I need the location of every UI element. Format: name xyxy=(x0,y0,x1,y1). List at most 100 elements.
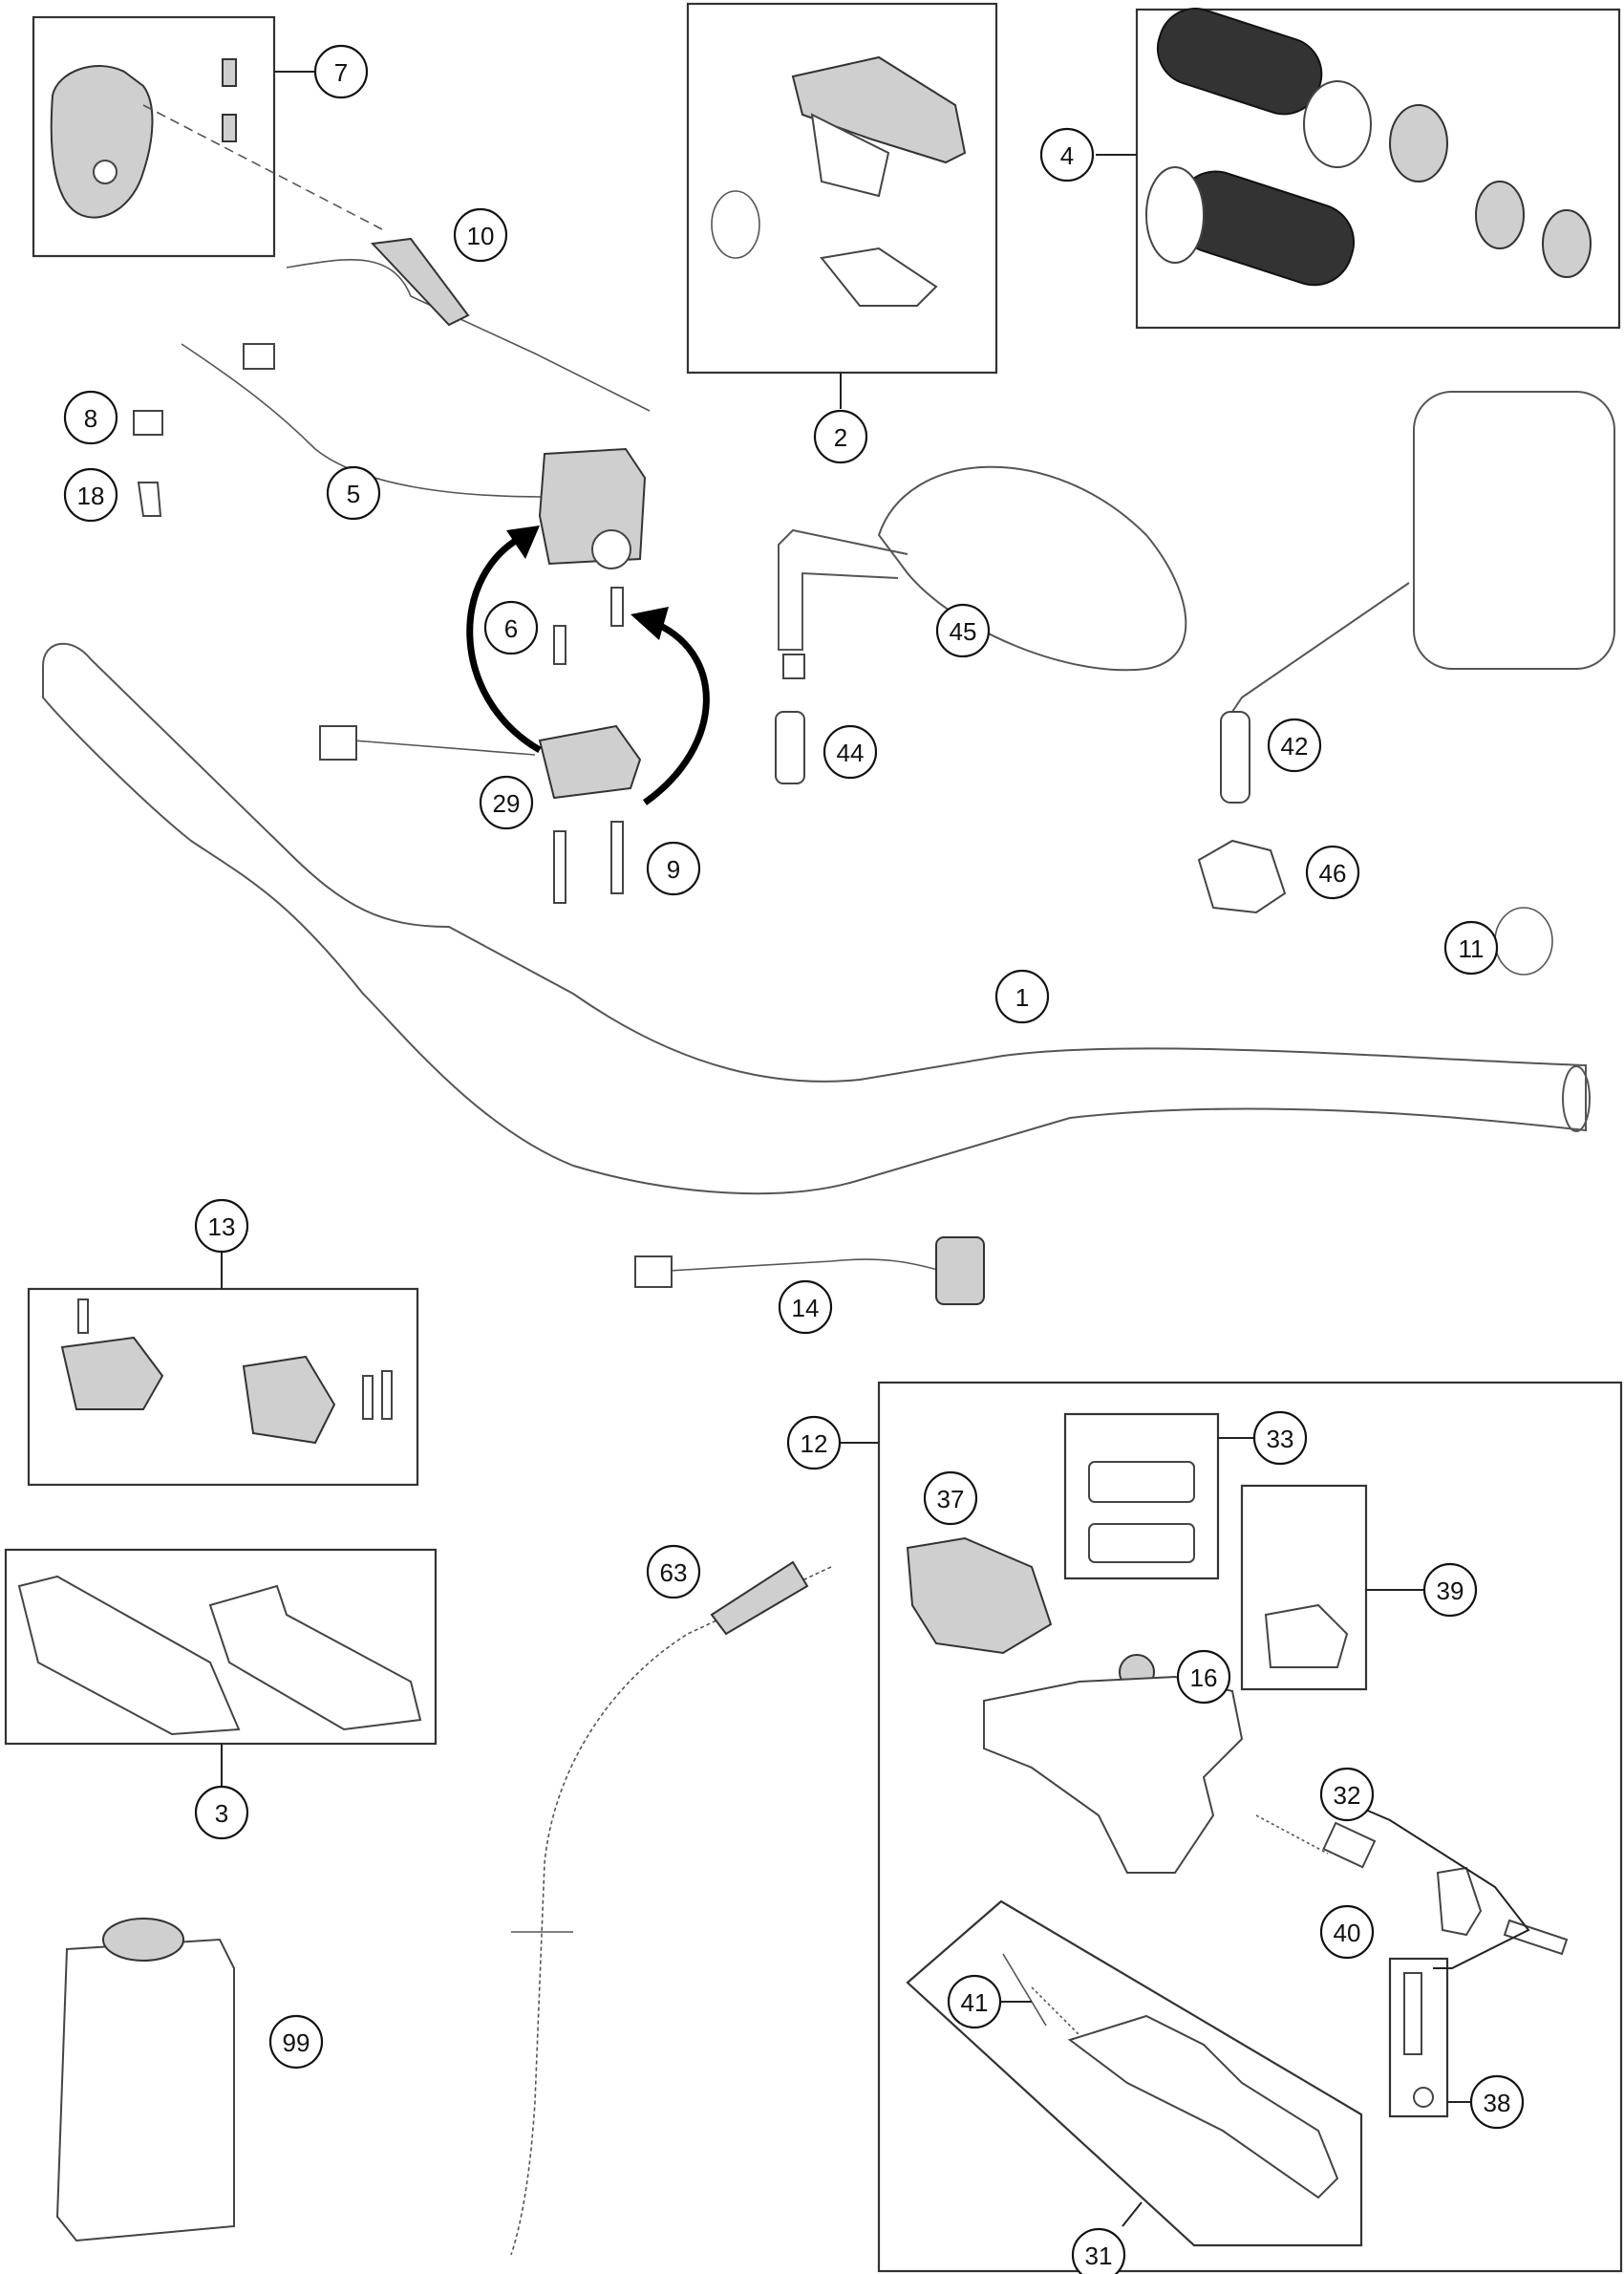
callout-45: 45 xyxy=(935,603,991,658)
callout-label-14: 14 xyxy=(792,1294,820,1322)
mirror-right-stem xyxy=(1231,582,1410,713)
callout-label-41: 41 xyxy=(961,1988,989,2017)
grip-ring-3 xyxy=(1542,209,1592,278)
callout-label-46: 46 xyxy=(1319,859,1347,888)
callout-29: 29 xyxy=(479,775,534,830)
callout-1: 1 xyxy=(994,969,1050,1024)
callout-label-29: 29 xyxy=(493,789,521,818)
callout-13: 13 xyxy=(194,1198,249,1254)
screw-9a xyxy=(553,830,566,904)
mirror-left xyxy=(877,465,1187,672)
handlebar xyxy=(42,642,1587,1195)
grip-ring-1 xyxy=(1389,104,1448,182)
oil-can xyxy=(55,1938,235,2242)
callout-layer: 1234567891011121314161829313233373839404… xyxy=(63,44,1525,2274)
callout-10: 10 xyxy=(453,207,508,263)
callout-42: 42 xyxy=(1267,718,1322,773)
callout-circle-3 xyxy=(194,1785,249,1840)
callout-circle-8 xyxy=(63,390,118,445)
callout-label-31: 31 xyxy=(1085,2242,1113,2270)
callout-label-3: 3 xyxy=(215,1799,228,1828)
callout-63: 63 xyxy=(646,1544,701,1599)
callout-circle-29 xyxy=(479,775,534,830)
callout-label-6: 6 xyxy=(504,614,518,643)
assembly-arrow-right-head xyxy=(630,607,669,640)
cable-tie-2 xyxy=(711,190,760,259)
callout-circle-40 xyxy=(1319,1904,1375,1960)
callout-99: 99 xyxy=(268,2014,324,2070)
wiring-harness-5 xyxy=(181,343,545,498)
callout-label-40: 40 xyxy=(1334,1919,1361,1947)
callout-label-7: 7 xyxy=(334,58,348,87)
callout-circle-9 xyxy=(646,841,701,896)
callout-circle-14 xyxy=(778,1279,833,1335)
spring-41 xyxy=(1031,1986,1080,2036)
box-lever-31 xyxy=(906,1899,1363,2247)
clamp-46 xyxy=(1197,839,1287,914)
bolt-13c xyxy=(381,1370,393,1420)
callout-label-18: 18 xyxy=(77,482,105,510)
callout-circle-5 xyxy=(326,465,381,521)
callout-33: 33 xyxy=(1252,1410,1308,1466)
boot-40 xyxy=(1436,1866,1483,1937)
screw-7a xyxy=(222,58,237,87)
callout-4: 4 xyxy=(1039,127,1095,182)
callout-circle-42 xyxy=(1267,718,1322,773)
bolt-41 xyxy=(1002,1953,1047,2027)
callout-label-42: 42 xyxy=(1281,732,1309,761)
callout-label-45: 45 xyxy=(950,617,977,646)
oil-can-cap xyxy=(102,1918,184,1962)
callout-circle-2 xyxy=(813,409,868,464)
handlebar-end xyxy=(1562,1065,1591,1132)
callout-circle-41 xyxy=(947,1974,1002,2029)
callout-label-11: 11 xyxy=(1459,934,1485,963)
callout-circle-13 xyxy=(194,1198,249,1254)
clamp-39-part xyxy=(1264,1603,1349,1668)
harness-14 xyxy=(668,1258,942,1272)
master-cylinder-body xyxy=(983,1675,1244,1874)
pin-40 xyxy=(1503,1919,1569,1956)
callout-38: 38 xyxy=(1469,2074,1525,2130)
brake-line-63 xyxy=(510,1566,832,2256)
callout-label-37: 37 xyxy=(937,1485,965,1513)
callout-circle-45 xyxy=(935,603,991,658)
callout-circle-44 xyxy=(823,724,878,780)
callout-8: 8 xyxy=(63,390,118,445)
callout-circle-6 xyxy=(483,600,539,655)
bolt-13a xyxy=(77,1298,89,1334)
box-clamp-39 xyxy=(1240,1484,1368,1691)
dash-line-7 xyxy=(142,104,383,230)
callout-circle-38 xyxy=(1469,2074,1525,2130)
callout-label-13: 13 xyxy=(208,1212,236,1241)
callout-5: 5 xyxy=(326,465,381,521)
throttle-cable-adjuster xyxy=(370,237,470,327)
mirror-left-stem xyxy=(778,528,908,651)
handguard-left xyxy=(17,1575,241,1736)
callout-circle-37 xyxy=(923,1470,978,1526)
callout-label-38: 38 xyxy=(1484,2089,1511,2117)
box-brake-assembly-12 xyxy=(877,1381,1623,2273)
switch-housing-upper-hole xyxy=(591,529,631,569)
handguard-right xyxy=(208,1584,422,1731)
washer-38 xyxy=(1413,2087,1434,2108)
clamp-37 xyxy=(906,1536,1053,1655)
connector-29 xyxy=(319,725,357,761)
cover-33-gasket xyxy=(1088,1523,1195,1563)
callout-circle-12 xyxy=(786,1415,842,1470)
callout-12: 12 xyxy=(786,1415,842,1470)
screw-6a xyxy=(553,625,566,665)
box-fittings-13 xyxy=(27,1287,419,1487)
callout-circle-63 xyxy=(646,1544,701,1599)
callout-circle-10 xyxy=(453,207,508,263)
cover-part-2-base xyxy=(810,113,890,198)
callout-circle-1 xyxy=(994,969,1050,1024)
callout-31: 31 xyxy=(1071,2227,1126,2274)
callout-40: 40 xyxy=(1319,1904,1375,1960)
callout-circle-31 xyxy=(1071,2227,1126,2274)
assembly-arrow-right xyxy=(642,617,710,805)
callout-18: 18 xyxy=(63,467,118,523)
callout-circle-46 xyxy=(1305,845,1360,900)
callout-circle-11 xyxy=(1443,920,1499,976)
callout-label-1: 1 xyxy=(1015,983,1029,1012)
